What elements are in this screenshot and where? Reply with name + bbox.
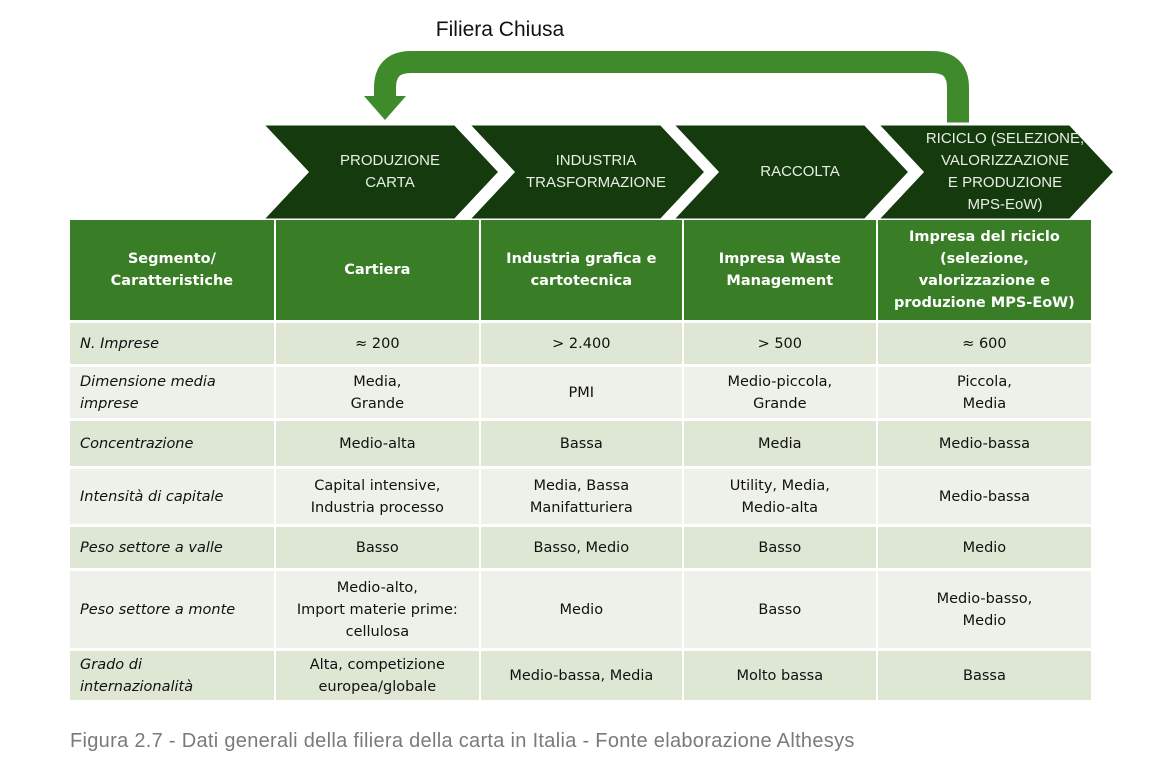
table-cell: > 500	[682, 321, 878, 367]
table-cell: Molto bassa	[682, 649, 878, 703]
figure-caption: Figura 2.7 - Dati generali della filiera…	[70, 730, 855, 752]
table-row: N. Imprese≈ 200> 2.400> 500≈ 600	[70, 321, 1091, 367]
table-cell: Medio-basso,Medio	[876, 569, 1091, 651]
column-header: Impresa del riciclo(selezione,valorizzaz…	[876, 220, 1091, 323]
table-cell: Bassa	[876, 649, 1091, 703]
stage-label: RACCOLTA	[760, 163, 840, 180]
table-cell: Medio-bassa	[876, 467, 1091, 527]
table-cell: Utility, Media,Medio-alta	[682, 467, 878, 527]
table-cell: Bassa	[479, 419, 684, 469]
table-cell: Basso	[274, 525, 481, 571]
table-cell: PMI	[479, 365, 684, 421]
table-cell: ≈ 600	[876, 321, 1091, 367]
table-cell: Medio-alta	[274, 419, 481, 469]
row-label: Concentrazione	[70, 419, 276, 469]
table-cell: Capital intensive,Industria processo	[274, 467, 481, 527]
row-label: Peso settore a valle	[70, 525, 276, 571]
row-label: N. Imprese	[70, 321, 276, 367]
table-cell: Medio-bassa, Media	[479, 649, 684, 703]
diagram-title: Filiera Chiusa	[435, 18, 565, 41]
table-cell: Basso	[682, 569, 878, 651]
table-cell: ≈ 200	[274, 321, 481, 367]
table-cell: Piccola,Media	[876, 365, 1091, 421]
table-cell: Medio-alto,Import materie prime:cellulos…	[274, 569, 481, 651]
table-cell: Media	[682, 419, 878, 469]
loop-arrow-head	[364, 96, 406, 120]
table-cell: Medio-piccola,Grande	[682, 365, 878, 421]
row-label: Peso settore a monte	[70, 569, 276, 651]
table-cell: > 2.400	[479, 321, 684, 367]
column-header: Segmento/Caratteristiche	[70, 220, 276, 323]
column-header: Cartiera	[274, 220, 481, 323]
table-cell: Medio-bassa	[876, 419, 1091, 469]
table-cell: Medio	[876, 525, 1091, 571]
table-cell: Basso, Medio	[479, 525, 684, 571]
closed-loop-arrow	[374, 51, 969, 124]
table-cell: Basso	[682, 525, 878, 571]
table-cell: Media,Grande	[274, 365, 481, 421]
row-label: Intensità di capitale	[70, 467, 276, 527]
table-cell: Medio	[479, 569, 684, 651]
